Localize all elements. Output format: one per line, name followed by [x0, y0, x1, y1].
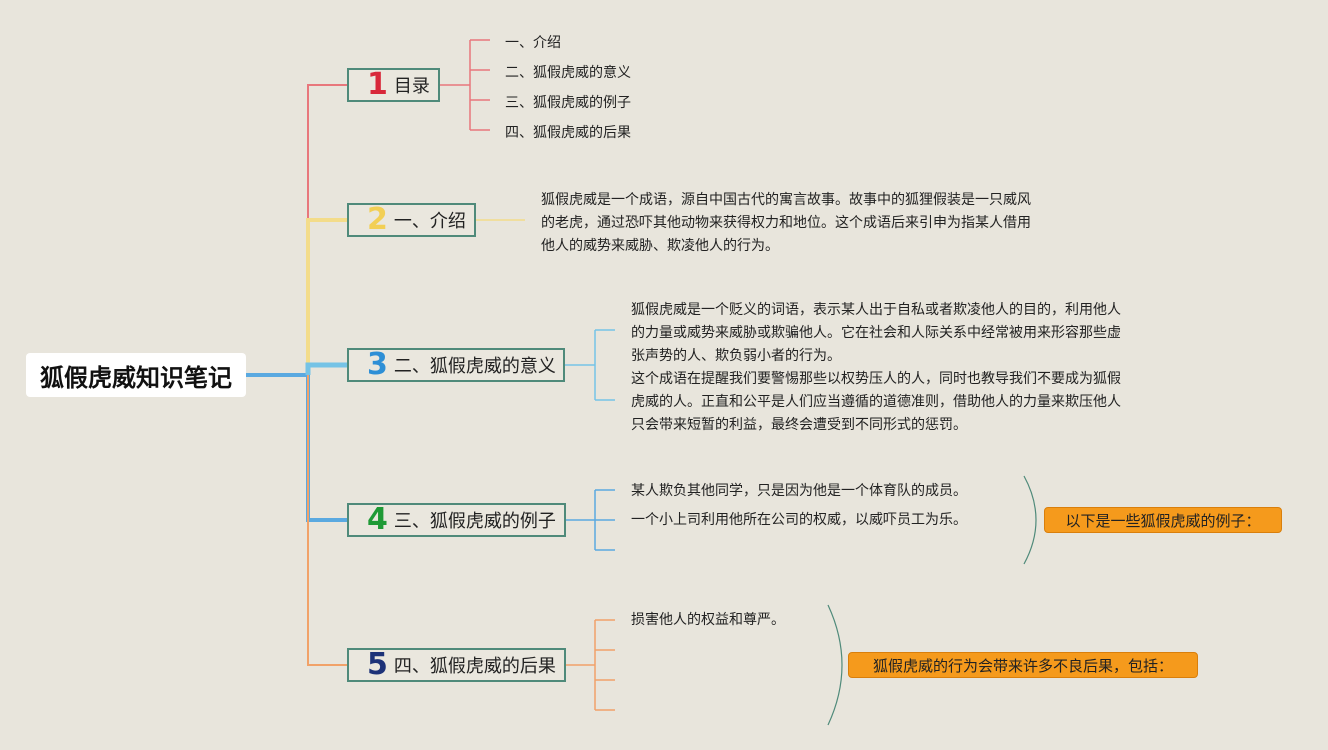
text-line: 他人的威势来威胁、欺凌他人的行为。	[541, 238, 779, 254]
branch-label: 四、狐假虎威的后果	[393, 656, 556, 677]
callout-label: 狐假虎威的行为会带来许多不良后果，包括：	[872, 656, 1173, 675]
branch-toc[interactable]: 1 目录	[347, 68, 440, 102]
trunk-2	[306, 218, 347, 375]
branch-meaning[interactable]: 3 二、狐假虎威的意义	[347, 348, 565, 382]
branch-label: 一、介绍	[393, 211, 466, 232]
example-item: 一个小上司利用他所在公司的权威，以威吓员工为乐。	[631, 512, 967, 528]
example-item: 某人欺负其他同学，只是因为他是一个体育队的成员。	[631, 483, 967, 499]
branch-examples[interactable]: 4 三、狐假虎威的例子	[347, 503, 566, 537]
meaning-text-1: 狐假虎威是一个贬义的词语，表示某人出于自私或者欺凌他人的目的，利用他人 的力量或…	[631, 299, 1131, 368]
meaning-text-2: 这个成语在提醒我们要警惕那些以权势压人的人，同时也教导我们不要成为狐假 虎威的人…	[631, 368, 1131, 437]
branch-label: 二、狐假虎威的意义	[393, 356, 556, 377]
examples-brace	[1023, 475, 1037, 565]
consequences-callout[interactable]: 狐假虎威的行为会带来许多不良后果，包括：	[848, 652, 1198, 678]
text-line: 的力量或威势来威胁或欺骗他人。它在社会和人际关系中经常被用来形容那些虚	[631, 325, 1121, 341]
consequences-brace	[827, 604, 843, 726]
root-title: 狐假虎威知识笔记	[40, 363, 232, 392]
text-line: 这个成语在提醒我们要警惕那些以权势压人的人，同时也教导我们不要成为狐假	[631, 371, 1121, 387]
meaning-connector	[565, 329, 615, 401]
toc-item[interactable]: 四、狐假虎威的后果	[505, 125, 631, 141]
root-node[interactable]: 狐假虎威知识笔记	[26, 353, 246, 397]
text-line: 虎威的人。正直和公平是人们应当遵循的道德准则，借助他人的力量来欺压他人	[631, 394, 1121, 410]
toc-item[interactable]: 三、狐假虎威的例子	[505, 95, 631, 111]
trunk-5	[307, 375, 347, 666]
trunk-1	[307, 84, 347, 375]
toc-item[interactable]: 一、介绍	[505, 35, 561, 51]
consequences-connector	[566, 619, 615, 711]
trunk-4	[306, 375, 347, 522]
text-line: 狐假虎威是一个贬义的词语，表示某人出于自私或者欺凌他人的目的，利用他人	[631, 302, 1121, 318]
examples-callout[interactable]: 以下是一些狐假虎威的例子：	[1044, 507, 1282, 533]
toc-bracket	[469, 39, 490, 131]
toc-item[interactable]: 二、狐假虎威的意义	[505, 65, 631, 81]
callout-label: 以下是一些狐假虎威的例子：	[1065, 511, 1261, 530]
text-line: 只会带来短暂的利益，最终会遭受到不同形式的惩罚。	[631, 417, 967, 433]
branch-number-5: 5	[367, 647, 388, 682]
trunk-3	[305, 362, 347, 375]
branch-number-2: 2	[367, 202, 388, 237]
examples-connector	[566, 489, 615, 551]
branch-consequences[interactable]: 5 四、狐假虎威的后果	[347, 648, 566, 682]
intro-text: 狐假虎威是一个成语，源自中国古代的寓言故事。故事中的狐狸假装是一只威风 的老虎，…	[541, 189, 1041, 258]
branch-label: 目录	[393, 76, 430, 97]
text-line: 狐假虎威是一个成语，源自中国古代的寓言故事。故事中的狐狸假装是一只威风	[541, 192, 1031, 208]
branch-number-3: 3	[367, 347, 388, 382]
branch-number-4: 4	[367, 502, 388, 537]
text-line: 张声势的人、欺负弱小者的行为。	[631, 348, 841, 364]
branch-intro[interactable]: 2 一、介绍	[347, 203, 476, 237]
consequence-item: 损害他人的权益和尊严。	[631, 612, 785, 628]
text-line: 的老虎，通过恐吓其他动物来获得权力和地位。这个成语后来引申为指某人借用	[541, 215, 1031, 231]
branch-label: 三、狐假虎威的例子	[393, 511, 556, 532]
branch-number-1: 1	[367, 67, 388, 102]
